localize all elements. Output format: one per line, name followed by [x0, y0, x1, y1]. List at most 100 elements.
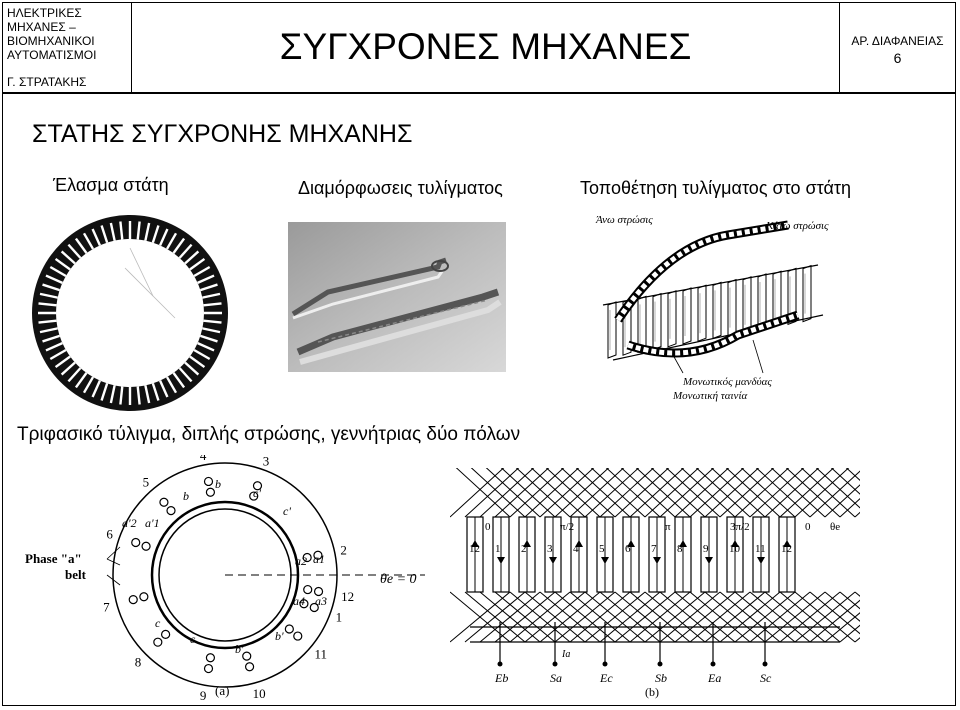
lamination-slot: [144, 222, 151, 241]
coil-end-wire: [809, 591, 860, 635]
terminal-label: Ec: [599, 671, 613, 685]
stator-tooth: [742, 276, 752, 334]
terminal-label: Ea: [707, 671, 721, 685]
lamination-slot: [189, 355, 206, 369]
lamination-slot: [200, 283, 218, 292]
coil-end-wire: [554, 462, 616, 518]
terminal-label: Sc: [760, 671, 772, 685]
course-line-3: ΒΙΟΜΗΧΑΝΙΚΟΙ: [7, 34, 95, 48]
lamination-slot: [39, 292, 58, 299]
conductor-mark: a'2: [122, 516, 137, 530]
slot-number: 10: [729, 543, 741, 555]
caption-lamination: Έλασμα στάτη: [53, 175, 169, 195]
winding-placement-sketch: Άνω στρώσις Κάτω στρώσις Μονωτικός μανδύ…: [595, 214, 829, 402]
conductor-mark: a2: [295, 554, 307, 568]
current-arrow: [575, 540, 583, 547]
conductor-mark: b: [183, 489, 189, 503]
current-arrow: [627, 540, 635, 547]
lamination-slot: [203, 302, 222, 307]
slot-number: 6: [625, 543, 631, 555]
slot-conductor-outer: [131, 537, 141, 548]
slot-conductor-outer: [153, 637, 163, 647]
current-label: Ia: [561, 649, 570, 660]
coil-end-wire: [614, 462, 676, 518]
slot-conductor-outer: [203, 663, 214, 674]
angle-mark: 3π/2: [730, 521, 750, 533]
stator-lamination-image: [32, 215, 228, 411]
current-arrow: [731, 540, 739, 547]
coil-end-wire: [479, 591, 541, 643]
coil-end-wire: [599, 462, 661, 518]
conductor-mark: a4: [293, 594, 305, 608]
slot-number: 7: [651, 543, 657, 555]
stator-tooth: [802, 264, 812, 323]
terminal-label: Eb: [494, 671, 508, 685]
coil-end-wire: [539, 462, 601, 518]
slot-number: 12: [469, 543, 480, 555]
lamination-slot: [184, 250, 200, 265]
slot-number: 2: [340, 543, 347, 558]
lamination-slot: [91, 380, 101, 398]
coil-end-wire: [794, 591, 856, 643]
lamination-slot: [45, 342, 63, 352]
label-sleeve: Μονωτικός μανδύας: [682, 376, 772, 388]
lamination-slot: [54, 257, 71, 271]
stator-tooth: [652, 292, 662, 351]
coil-end-wire: [779, 462, 841, 518]
lamination-slot: [60, 250, 76, 265]
lamination-slot: [109, 385, 116, 404]
stator-tooth: [682, 287, 692, 345]
current-arrow: [783, 540, 791, 547]
lamination-slot: [203, 319, 222, 324]
slot-number: 2: [521, 543, 527, 555]
slide-number: 6: [893, 50, 902, 66]
coil-end-wire: [779, 591, 841, 643]
terminal-dot: [497, 661, 503, 667]
slide-number-box: ΑΡ. ΔΙΑΦΑΝΕΙΑΣ 6: [839, 2, 956, 92]
author-name: Γ. ΣΤΡΑΤΑΚΗΣ: [7, 75, 87, 89]
coil-end-wire: [509, 462, 571, 518]
diagram-b-label: (b): [645, 685, 659, 699]
slot-number: 9: [703, 543, 709, 555]
conductor-mark: a'1: [145, 516, 160, 530]
coil-end-wire: [464, 462, 526, 518]
coil-end-wire: [749, 462, 811, 518]
slot-conductor-outer: [128, 594, 138, 605]
stator-tooth: [727, 278, 737, 337]
angle-mark: θe: [830, 521, 840, 533]
coil-end-wire: [689, 462, 751, 518]
slot-number: 1: [495, 543, 501, 555]
lamination-slot: [119, 221, 124, 240]
coil-end-wire: [674, 462, 736, 518]
lamination-slot: [202, 327, 221, 334]
coil-end-wire: [554, 591, 616, 643]
slot-conductor-inner: [302, 552, 312, 563]
caption-winding-placement: Τοποθέτηση τυλίγματος στο στάτη: [580, 178, 851, 198]
lamination-slot: [159, 380, 169, 398]
coil-end-wire: [809, 470, 860, 518]
coil-end-wire: [599, 591, 661, 643]
current-arrow: [523, 540, 531, 547]
lamination-slot: [74, 237, 88, 254]
coil-end-wire: [524, 591, 586, 643]
conductor-mark: c': [283, 504, 291, 518]
coil-end-wire: [734, 591, 796, 643]
lamination-slot: [184, 361, 200, 376]
terminal-dot: [657, 661, 663, 667]
stator-tooth: [697, 284, 707, 342]
slot-conductor-inner: [303, 584, 313, 595]
angle-mark: π: [665, 521, 671, 533]
slot-conductor-inner: [205, 653, 216, 663]
coil-end-wire: [839, 497, 860, 518]
coil-end-wire: [719, 462, 781, 518]
lamination-slot: [200, 334, 218, 343]
diagram-a-label: (a): [215, 683, 229, 698]
conductor-mark: a3: [315, 594, 327, 608]
coil-end-wire: [659, 462, 721, 518]
coil-end-wire: [854, 462, 860, 468]
coil-end-wire: [464, 591, 526, 643]
angle-mark: π/2: [560, 521, 574, 533]
coil-end-wire: [794, 462, 856, 518]
phase-label-line-2: belt: [65, 567, 87, 582]
